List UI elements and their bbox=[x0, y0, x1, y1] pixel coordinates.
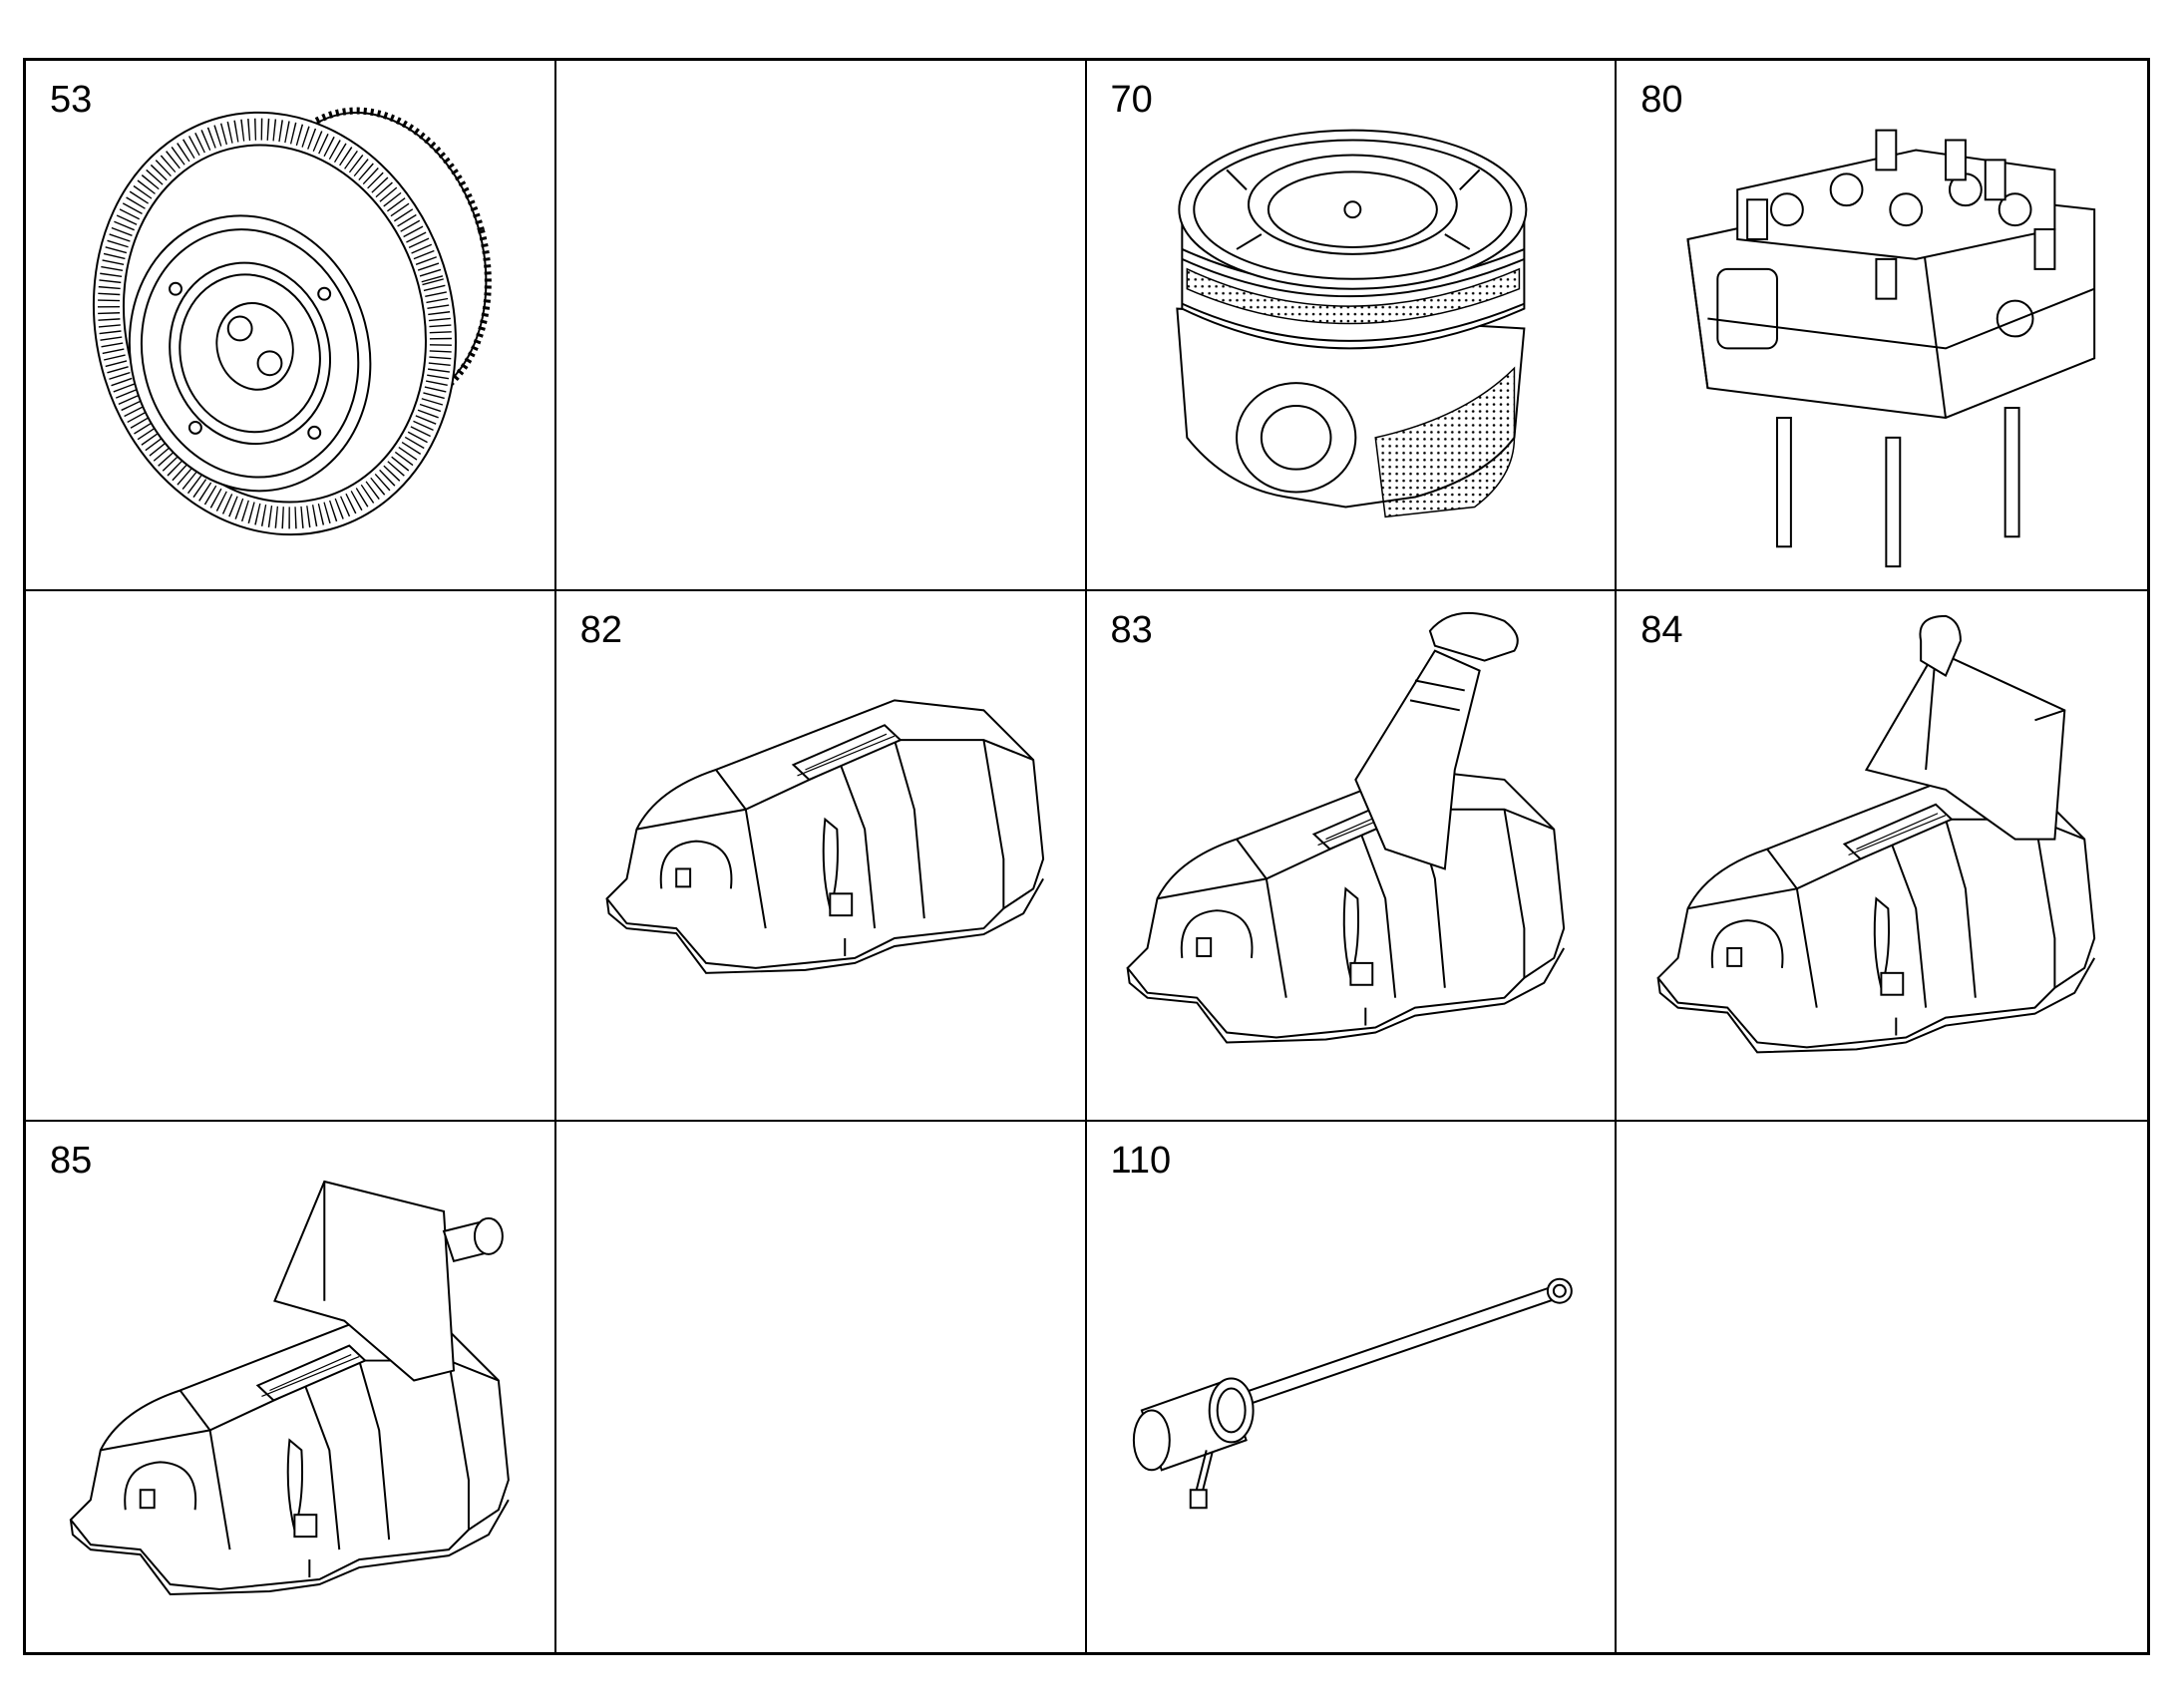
item-number: 83 bbox=[1110, 609, 1153, 651]
cell-80: 80 bbox=[1617, 61, 2147, 591]
cell-85: 85 bbox=[26, 1122, 556, 1652]
cell-empty bbox=[26, 591, 556, 1122]
valve-cover-oil-filler-illustration bbox=[1126, 591, 1565, 1044]
item-number: 82 bbox=[579, 609, 623, 651]
item-number: 110 bbox=[1110, 1140, 1172, 1182]
cell-empty bbox=[1617, 1122, 2147, 1652]
lance-tube-illustration bbox=[1087, 1122, 1616, 1652]
item-number: 80 bbox=[1640, 79, 1683, 121]
cell-84: 84 bbox=[1617, 591, 2147, 1122]
item-number: 70 bbox=[1110, 79, 1153, 121]
valve-cover-illustration bbox=[605, 699, 1044, 974]
piston-illustration bbox=[1087, 61, 1616, 589]
cylinder-head-illustration bbox=[1617, 61, 2147, 589]
cell-83: 83 bbox=[1086, 591, 1618, 1122]
cell-empty bbox=[555, 61, 1087, 591]
item-number: 84 bbox=[1640, 609, 1683, 651]
vibration-damper-illustration bbox=[26, 61, 554, 589]
item-number: 85 bbox=[50, 1140, 93, 1182]
valve-cover-breather-illustration bbox=[1656, 591, 2096, 1054]
cell-82: 82 bbox=[555, 591, 1087, 1122]
parts-grid: 53 70 bbox=[23, 58, 2150, 1655]
cell-70: 70 bbox=[1086, 61, 1618, 591]
item-number: 53 bbox=[50, 79, 93, 121]
cell-53: 53 bbox=[26, 61, 556, 591]
cell-empty bbox=[556, 1122, 1087, 1652]
valve-cover-breather-outlet-illustration bbox=[69, 1122, 510, 1596]
cell-110: 110 bbox=[1087, 1122, 1618, 1652]
